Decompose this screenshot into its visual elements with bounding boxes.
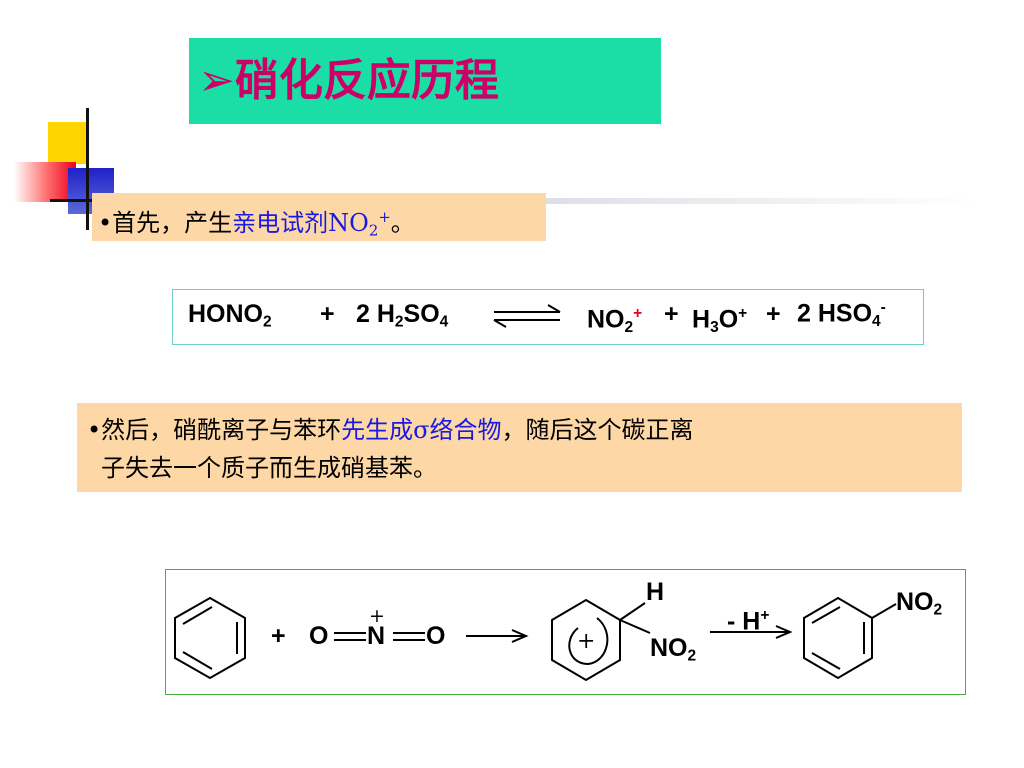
eq-no2-ion: NO2+ xyxy=(587,305,643,336)
rx-plus: + xyxy=(271,622,286,650)
eq-plus-2: + xyxy=(664,300,679,328)
point-1-suffix: 。 xyxy=(390,208,415,237)
reaction-box xyxy=(165,569,966,695)
equation-box xyxy=(172,289,924,345)
rx-h: H xyxy=(646,578,665,606)
title-text: 硝化反应历程 xyxy=(234,55,499,106)
bullet: • xyxy=(98,208,113,237)
point-1-sup: + xyxy=(378,208,391,226)
rx-no2: NO2 xyxy=(650,634,697,665)
sigma-complex-ring-icon xyxy=(551,598,651,682)
eq-h2so4: 2 H2SO4 xyxy=(356,300,449,331)
decor-vertical-line xyxy=(86,108,89,230)
point-1-sub: 2 xyxy=(368,221,379,240)
eq-hso4: 2 HSO4- xyxy=(797,299,886,330)
nitrobenzene-ring-icon xyxy=(803,596,897,680)
eq-plus-1: + xyxy=(320,300,335,328)
page-title: ➢硝化反应历程 xyxy=(198,53,499,109)
point-2-box: •然后，硝酰离子与苯环先生成σ络合物，随后这个碳正离 子失去一个质子而生成硝基苯… xyxy=(77,403,962,492)
rx-o-left: O xyxy=(309,622,329,650)
decor-yellow-square xyxy=(48,122,88,164)
point-1-text: •首先，产生亲电试剂NO2+。 xyxy=(98,200,415,247)
point-2-line-2: 子失去一个质子而生成硝基苯。 xyxy=(101,454,437,482)
point-2-line-1: •然后，硝酰离子与苯环先生成σ络合物，随后这个碳正离 xyxy=(87,416,694,444)
benzene-ring-icon xyxy=(174,596,246,680)
rx-minus-h: - H+ xyxy=(727,607,770,636)
decor-horizontal-line xyxy=(50,199,130,202)
rx-product-no2: NO2 xyxy=(896,588,943,619)
eq-plus-3: + xyxy=(766,300,781,328)
decor-red-square xyxy=(14,162,76,202)
point-2-highlight: 先生成σ络合物 xyxy=(341,416,502,444)
rx-n-charge: + xyxy=(369,605,385,627)
rx-ring-charge: + xyxy=(577,629,596,654)
eq-hono2: HONO2 xyxy=(188,300,272,331)
title-arrow-icon: ➢ xyxy=(198,55,235,106)
nitronium-bonds xyxy=(334,632,425,641)
title-banner xyxy=(189,38,661,124)
rx-o-right: O xyxy=(426,622,446,650)
reaction-arrow-icon xyxy=(466,629,529,643)
point-1-prefix: 首先，产生 xyxy=(112,208,233,237)
bullet: • xyxy=(87,416,102,444)
rx-n: N xyxy=(367,622,386,650)
equilibrium-arrow-icon xyxy=(493,304,561,328)
eq-h3o: H3O+ xyxy=(692,305,748,336)
point-1-box: •首先，产生亲电试剂NO2+。 xyxy=(92,193,546,241)
deprotonation-arrow-icon xyxy=(710,625,793,639)
point-1-highlight: 亲电试剂NO xyxy=(232,208,369,237)
